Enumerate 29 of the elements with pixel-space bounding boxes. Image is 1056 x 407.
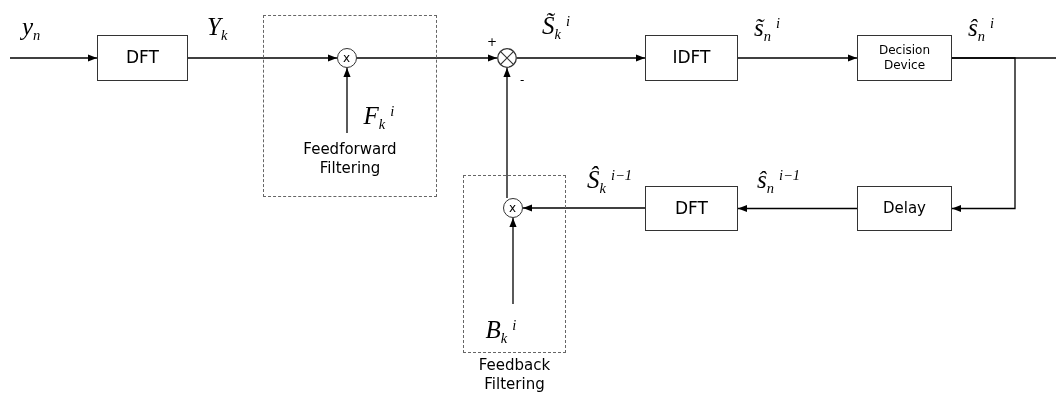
sign-label: + <box>487 36 498 48</box>
sign-label: - <box>520 74 525 86</box>
box-label: DFT <box>126 47 159 69</box>
process-box <box>645 186 738 231</box>
process-box <box>857 35 952 81</box>
arrow <box>737 204 858 213</box>
arrow <box>737 54 858 62</box>
arrow <box>516 54 646 62</box>
arrow <box>951 57 1016 213</box>
multiplier-circle: x <box>502 197 523 218</box>
arrow <box>356 54 498 62</box>
box-label: DFT <box>675 197 708 220</box>
process-box <box>645 35 738 81</box>
multiplier-circle: x <box>336 47 357 68</box>
group-label: Feedback Filtering <box>477 356 552 394</box>
process-box <box>857 186 952 231</box>
dashed-group-box <box>263 15 437 197</box>
arrow <box>503 67 511 199</box>
group-label: Feedforward Filtering <box>302 140 398 178</box>
summing-junction <box>497 48 517 68</box>
box-label: Decision Device <box>877 43 932 73</box>
arrow <box>509 217 517 305</box>
box-label: Delay <box>883 199 926 218</box>
arrow <box>343 67 351 134</box>
arrow <box>522 204 646 212</box>
arrow <box>9 54 98 62</box>
arrow <box>187 54 338 62</box>
box-label: IDFT <box>672 47 711 69</box>
process-box <box>97 35 188 81</box>
